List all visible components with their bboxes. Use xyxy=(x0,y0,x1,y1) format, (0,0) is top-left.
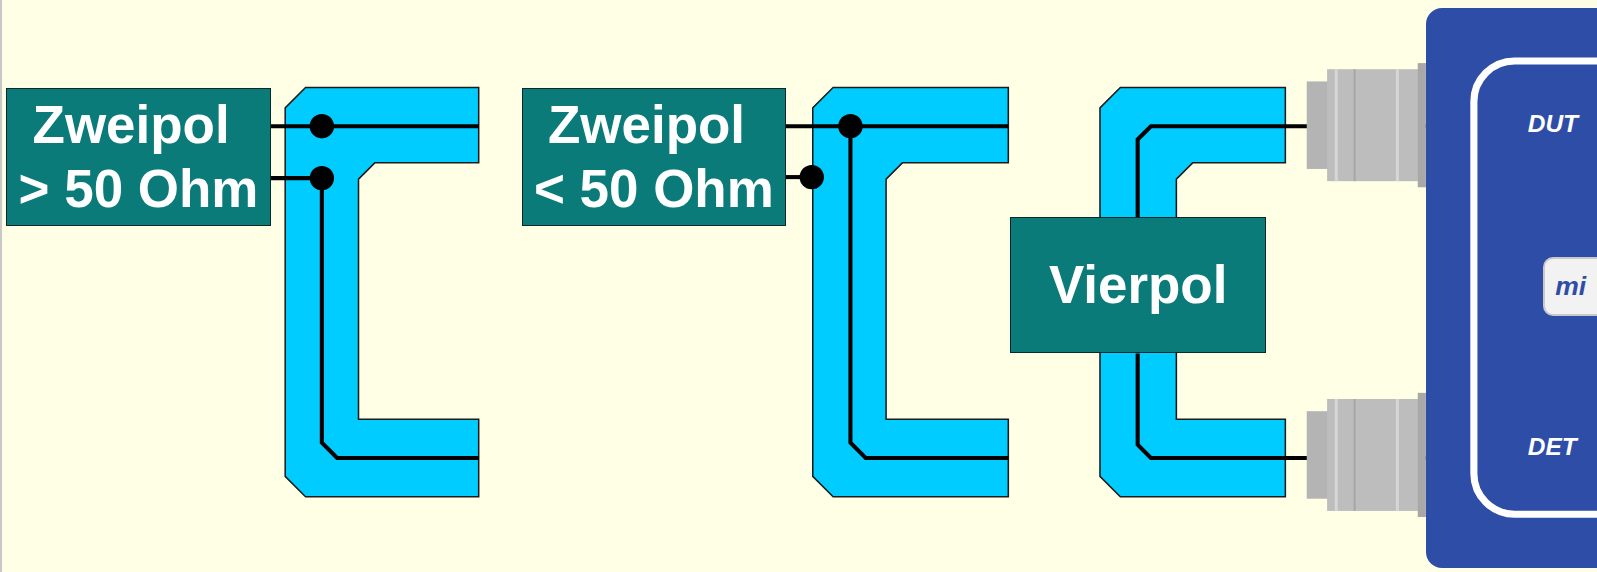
wire xyxy=(850,126,1008,458)
port-label: DET xyxy=(1528,433,1577,461)
junction-dot xyxy=(310,114,334,138)
junction-dot xyxy=(800,165,824,189)
component-box: Vierpol xyxy=(1010,217,1266,353)
brand-tab: mi xyxy=(1543,257,1597,316)
bnc-connector xyxy=(1307,393,1426,517)
component-box: Zweipol > 50 Ohm xyxy=(6,88,270,227)
component-label: Zweipol > 50 Ohm xyxy=(19,93,259,221)
measuring-device: DUT miDET xyxy=(1426,8,1597,568)
coax-cable xyxy=(285,88,479,497)
coax-cable xyxy=(813,88,1009,497)
wire xyxy=(782,124,1008,128)
frame-line xyxy=(0,0,2,572)
junction-dot xyxy=(838,114,862,138)
bnc-connector xyxy=(1307,63,1426,187)
component-label: Vierpol xyxy=(1049,253,1228,317)
junction-dot xyxy=(310,166,334,190)
component-box: Zweipol < 50 Ohm xyxy=(522,88,786,227)
port-label: DUT xyxy=(1528,110,1578,138)
wire xyxy=(267,124,479,128)
wire xyxy=(267,178,479,458)
component-label: Zweipol < 50 Ohm xyxy=(534,93,774,221)
